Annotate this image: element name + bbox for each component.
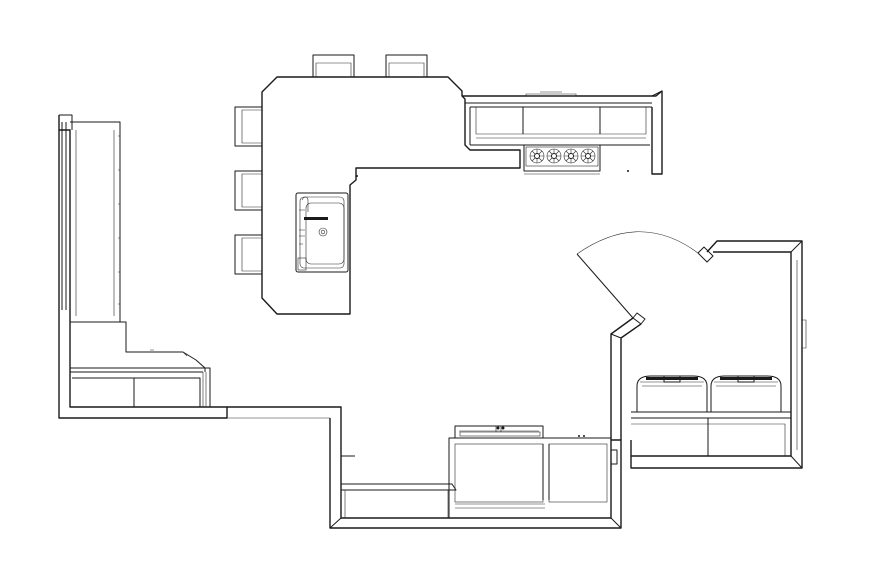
burner-3 [563,148,579,164]
base-cabinets-left [70,349,211,407]
burner-1 [529,148,545,164]
kitchen-island [261,76,521,315]
barstool-left-3 [234,234,262,275]
bottom-sink-counter [454,425,611,439]
burner-4 [580,148,596,164]
upper-wall-cabinets [462,90,663,175]
bottom-wall [227,406,622,529]
dryer [710,375,782,412]
outlet-dot [627,170,629,172]
island-sink [295,192,349,273]
barstool-left-1 [234,106,262,147]
barstool-top-1 [312,54,355,77]
cooktop [523,144,601,175]
door-swing [576,231,714,325]
washer [636,375,708,412]
barstool-top-2 [385,54,428,77]
right-wing-walls [610,240,807,469]
barstool-left-2 [234,170,262,211]
burner-2 [546,148,562,164]
tall-cabinets [70,121,206,372]
left-wall [58,114,228,419]
base-cabinets-bottom [341,437,618,519]
outlet-dot [356,175,358,177]
laundry-counter [631,411,791,456]
